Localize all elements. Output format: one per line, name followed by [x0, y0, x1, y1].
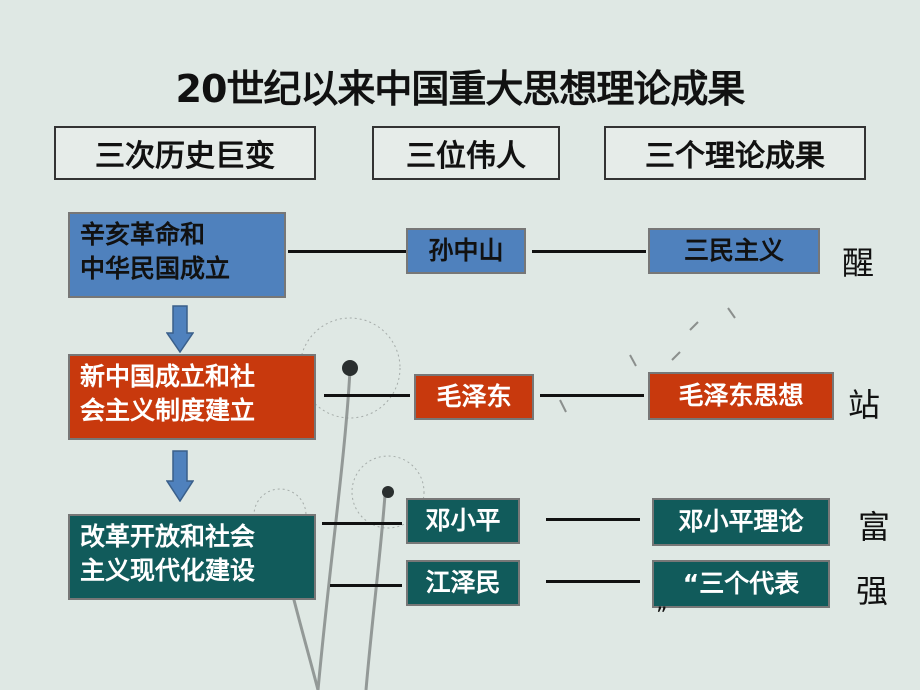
- connector-line: [288, 250, 406, 253]
- side-label-xing: 醒: [842, 244, 875, 282]
- person-box-sun: 孙中山: [406, 228, 526, 274]
- event-box-3: 改革开放和社会 主义现代化建设: [68, 514, 316, 600]
- connector-line: [532, 250, 646, 253]
- event-line: 中华民国成立: [80, 254, 231, 283]
- page-title: 20世纪以来中国重大思想理论成果: [175, 67, 746, 111]
- header-three-leaders: 三位伟人: [372, 126, 560, 180]
- connector-line: [546, 580, 640, 583]
- event-line: 主义现代化建设: [80, 556, 256, 585]
- event-line: 改革开放和社会: [80, 522, 256, 551]
- theory-quote-tail: ”: [656, 604, 668, 629]
- person-box-deng: 邓小平: [406, 498, 520, 544]
- connector-line: [324, 394, 410, 397]
- connector-line: [322, 522, 402, 525]
- side-label-zhan: 站: [848, 386, 881, 424]
- connector-line: [546, 518, 640, 521]
- side-label-fu: 富: [858, 508, 891, 546]
- header-theory-achievements: 三个理论成果: [604, 126, 866, 180]
- connector-line: [540, 394, 644, 397]
- down-arrow-icon: [166, 305, 194, 353]
- person-box-mao: 毛泽东: [414, 374, 534, 420]
- theory-box-three-represents: “三个代表: [652, 560, 830, 608]
- theory-box-deng-theory: 邓小平理论: [652, 498, 830, 546]
- event-line: 会主义制度建立: [80, 396, 256, 425]
- event-line: 新中国成立和社: [80, 362, 256, 391]
- theory-box-mao-thought: 毛泽东思想: [648, 372, 834, 420]
- connector-line: [330, 584, 402, 587]
- theory-box-sanmin: 三民主义: [648, 228, 820, 274]
- header-historical-changes: 三次历史巨变: [54, 126, 316, 180]
- down-arrow-icon: [166, 450, 194, 502]
- person-box-jiang: 江泽民: [406, 560, 520, 606]
- event-box-1: 辛亥革命和 中华民国成立: [68, 212, 286, 298]
- side-label-qiang: 强: [856, 572, 889, 610]
- event-line: 辛亥革命和: [80, 220, 206, 249]
- event-box-2: 新中国成立和社 会主义制度建立: [68, 354, 316, 440]
